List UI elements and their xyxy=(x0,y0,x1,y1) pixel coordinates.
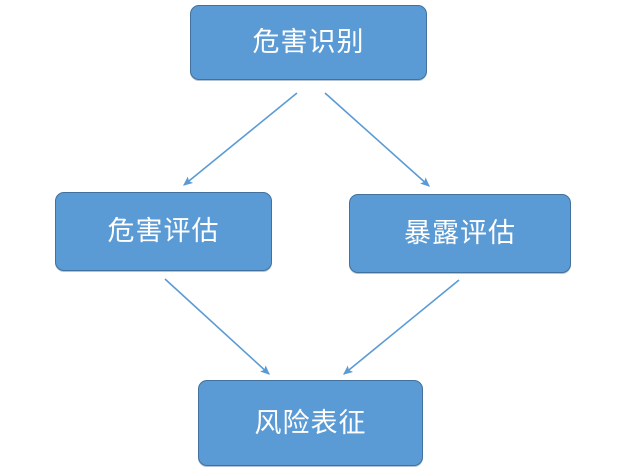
node-risk-characterization-label: 风险表征 xyxy=(254,407,367,438)
arrow-exposure-assessment-to-risk-characterization xyxy=(343,279,460,375)
node-hazard-assessment-label: 危害评估 xyxy=(107,216,220,246)
node-risk-characterization[interactable]: 风险表征 xyxy=(198,380,423,466)
node-exposure-assessment[interactable]: 暴露评估 xyxy=(349,194,571,273)
arrow-identification-to-hazard-assessment xyxy=(183,92,298,186)
node-hazard-identification-label: 危害识别 xyxy=(252,27,365,57)
node-exposure-assessment-label: 暴露评估 xyxy=(404,218,516,248)
node-hazard-identification[interactable]: 危害识别 xyxy=(190,5,427,80)
node-hazard-assessment[interactable]: 危害评估 xyxy=(55,192,272,271)
arrow-identification-to-exposure-assessment xyxy=(324,92,430,187)
arrow-hazard-assessment-to-risk-characterization xyxy=(164,278,270,375)
